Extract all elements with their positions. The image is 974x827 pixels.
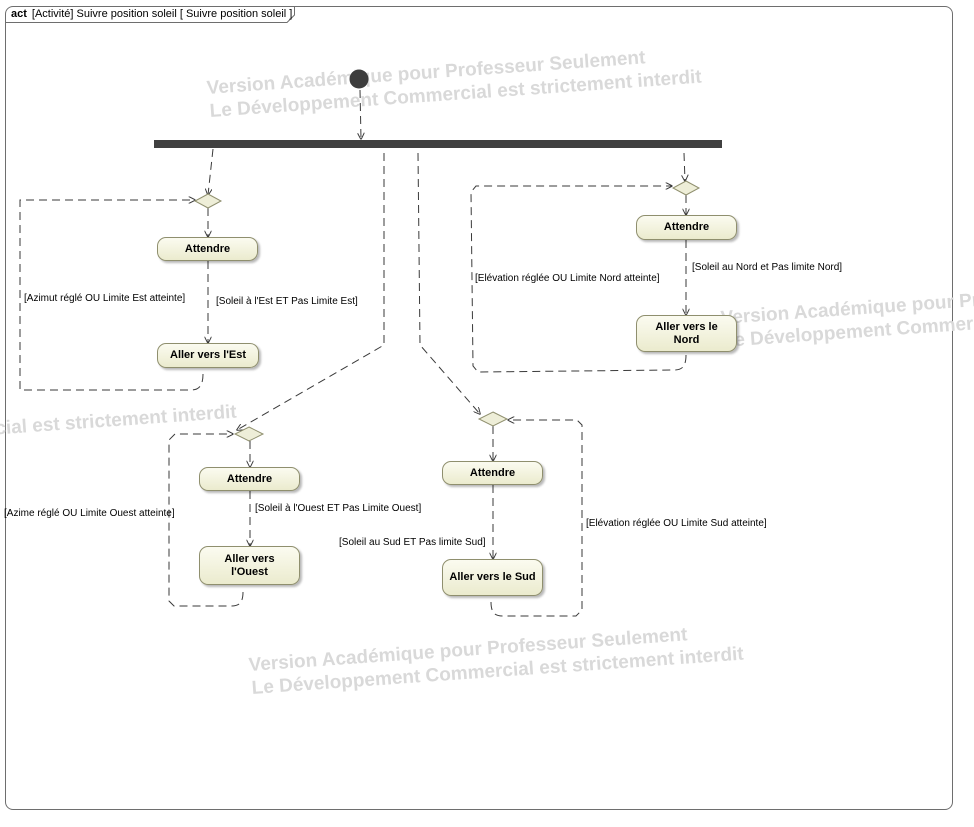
action-sud-attendre[interactable]: Attendre — [442, 461, 543, 485]
decision-est — [193, 193, 223, 209]
edge-est-return — [19, 200, 204, 391]
action-aller-est[interactable]: Aller vers l'Est — [157, 343, 259, 368]
decision-sud — [477, 411, 509, 427]
decision-nord — [671, 180, 701, 196]
action-nord-attendre[interactable]: Attendre — [636, 215, 737, 240]
frame-label: [Activité] Suivre position soleil [ Suiv… — [31, 8, 293, 20]
frame-tab: act [Activité] Suivre position soleil [ S… — [5, 6, 306, 22]
frame-keyword: act — [11, 8, 27, 20]
fork-bar — [154, 140, 722, 148]
edge-fork-sud — [417, 152, 480, 414]
edge-fork-nord — [684, 152, 685, 181]
guard-est-continue: [Soleil à l'Est ET Pas Limite Est] — [216, 296, 358, 307]
action-aller-ouest[interactable]: Aller vers l'Ouest — [199, 546, 300, 585]
edge-ouest-return — [168, 434, 244, 607]
edge-sud-return — [490, 420, 583, 617]
action-ouest-attendre[interactable]: Attendre — [199, 467, 300, 491]
guard-nord-exit: [Elévation réglée OU Limite Nord atteint… — [475, 273, 660, 284]
edge-initial-fork — [360, 89, 361, 139]
activity-frame — [5, 6, 953, 810]
guard-ouest-continue: [Soleil à l'Ouest ET Pas Limite Ouest] — [255, 503, 422, 514]
frame-tab-border — [5, 6, 295, 23]
edge-fork-est — [208, 148, 214, 195]
initial-node — [349, 69, 369, 89]
guard-ouest-exit: [Azime réglé OU Limite Ouest atteinte] — [4, 508, 175, 519]
edge-nord-return — [470, 186, 687, 373]
guard-sud-continue: [Soleil au Sud ET Pas limite Sud] — [339, 537, 486, 548]
action-est-attendre[interactable]: Attendre — [157, 237, 258, 261]
action-aller-nord[interactable]: Aller vers le Nord — [636, 315, 737, 352]
guard-nord-continue: [Soleil au Nord et Pas limite Nord] — [692, 262, 843, 273]
edge-fork-ouest — [237, 153, 385, 430]
guard-sud-exit: [Elévation réglée OU Limite Sud atteinte… — [586, 518, 767, 529]
decision-ouest — [233, 426, 265, 442]
guard-est-exit: [Azimut réglé OU Limite Est atteinte] — [24, 293, 186, 304]
action-aller-sud[interactable]: Aller vers le Sud — [442, 559, 543, 596]
